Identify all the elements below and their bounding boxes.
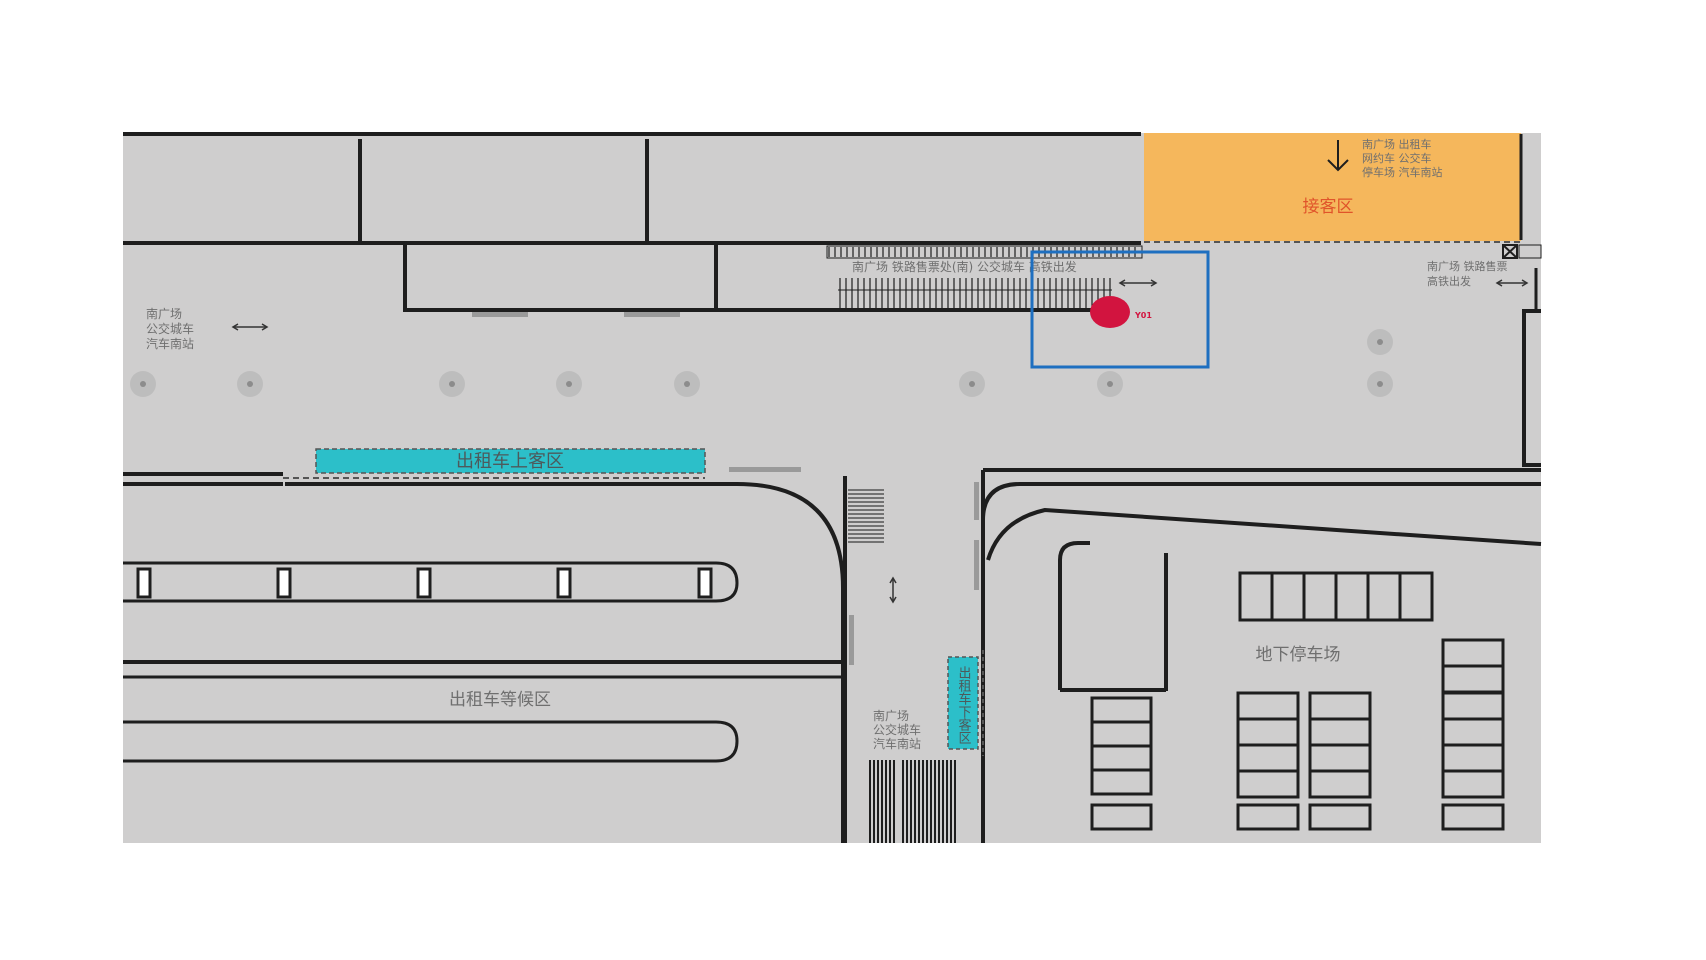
center-road-edges [843, 468, 1542, 843]
pickup-zone-title: 接客区 [1303, 197, 1354, 217]
parking-space [1398, 571, 1434, 622]
bottom-direction-label-2: 公交城车 [873, 722, 921, 737]
arrow-down-icon [1327, 140, 1349, 172]
left-direction-label-1: 南广场 [146, 306, 182, 321]
marker-code: Y01 [1134, 311, 1152, 320]
right-direction-label-2: 高铁出发 [1427, 274, 1471, 288]
parking-space [1308, 769, 1372, 799]
two-way-arrow-icon [889, 576, 897, 604]
pillar-icon [1367, 371, 1393, 397]
parking-slots [1090, 571, 1505, 831]
crosswalk-group [848, 489, 956, 843]
pillar-icon [959, 371, 985, 397]
road-mark [974, 540, 979, 590]
pillar-group [130, 329, 1393, 397]
taxi-post-icon [556, 567, 572, 599]
pillar-icon [130, 371, 156, 397]
wall-mark [624, 312, 680, 317]
taxi-dropoff-label: 出租车下客区 [956, 666, 972, 744]
pillar-icon [1367, 329, 1393, 355]
double-arrow-icon [231, 323, 269, 331]
parking-space [1441, 769, 1505, 799]
left-direction-label-2: 公交城车 [146, 321, 194, 336]
parking-space [1090, 803, 1153, 831]
pillar-icon [1097, 371, 1123, 397]
left-direction-label-3: 汽车南站 [146, 336, 194, 351]
parking-space [1308, 803, 1372, 831]
top-middle-direction-label: 南广场 铁路售票处(南) 公交城车 高铁出发 [852, 259, 1077, 274]
pickup-direction-line-2: 网约车 公交车 [1362, 151, 1432, 165]
double-arrow-icon [1118, 279, 1158, 287]
right-direction-label-1: 南广场 铁路售票 [1427, 259, 1508, 273]
road-mark [849, 615, 854, 665]
parking-space [1236, 769, 1300, 799]
parking-space [1236, 803, 1300, 831]
taxi-dropoff-zone [947, 656, 979, 750]
map-ground [123, 133, 1541, 843]
pillar-icon [237, 371, 263, 397]
parking-space [1090, 768, 1153, 796]
taxi-post-icon [276, 567, 292, 599]
taxi-post-icon [416, 567, 432, 599]
bottom-direction-label-1: 南广场 [873, 708, 909, 723]
wall-mark [729, 467, 801, 472]
pillar-icon [439, 371, 465, 397]
taxi-boarding-zone [315, 448, 706, 474]
taxi-stop-posts [136, 567, 713, 599]
double-arrow-icon [1495, 279, 1529, 287]
taxi-boarding-label: 出租车上客区 [456, 451, 564, 472]
road-mark [974, 482, 979, 520]
right-wall [1522, 309, 1541, 467]
taxi-waiting-label: 出租车等候区 [449, 690, 551, 710]
taxi-post-icon [136, 567, 152, 599]
pillar-icon [556, 371, 582, 397]
pickup-direction-line-1: 南广场 出租车 [1362, 137, 1432, 151]
pickup-direction-line-3: 停车场 汽车南站 [1362, 165, 1443, 179]
building-blocks [123, 132, 1141, 312]
bottom-direction-label-3: 汽车南站 [873, 736, 921, 751]
gate-bars [1518, 244, 1542, 259]
wall-mark [472, 312, 528, 317]
pillar-icon [674, 371, 700, 397]
gate-icon [1502, 244, 1518, 259]
taxi-area-left [123, 472, 845, 843]
pickup-zone [1144, 133, 1521, 241]
parking-space [1441, 803, 1505, 831]
taxi-post-icon [697, 567, 713, 599]
highlight-box [1030, 250, 1210, 369]
underground-parking-label: 地下停车场 [1256, 645, 1341, 665]
turnstile-rows [826, 245, 1143, 308]
location-dot-icon[interactable] [1090, 296, 1130, 328]
parking-area [1058, 541, 1168, 692]
